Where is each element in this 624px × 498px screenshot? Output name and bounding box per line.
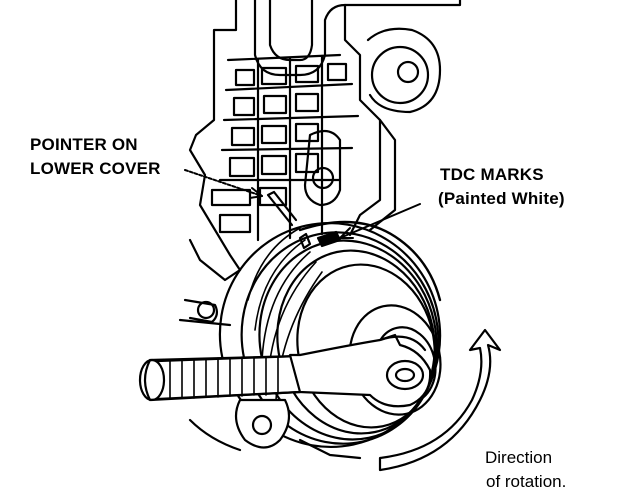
- direction-label-line-2: of rotation.: [486, 472, 567, 491]
- pointer-label-line-2: LOWER COVER: [30, 159, 161, 178]
- lower-engine-parts: [178, 298, 362, 460]
- tdc-marks: [298, 203, 421, 250]
- socket-wrench: [138, 333, 432, 449]
- pointer-on-lower-cover: [184, 169, 298, 227]
- direction-label-line-1: Direction: [485, 448, 553, 467]
- tdc-label-line-1: TDC MARKS: [440, 165, 544, 184]
- pointer-label-line-1: POINTER ON: [30, 135, 138, 154]
- rotation-arrow: [378, 328, 502, 472]
- tdc-label-line-2: (Painted White): [438, 189, 565, 208]
